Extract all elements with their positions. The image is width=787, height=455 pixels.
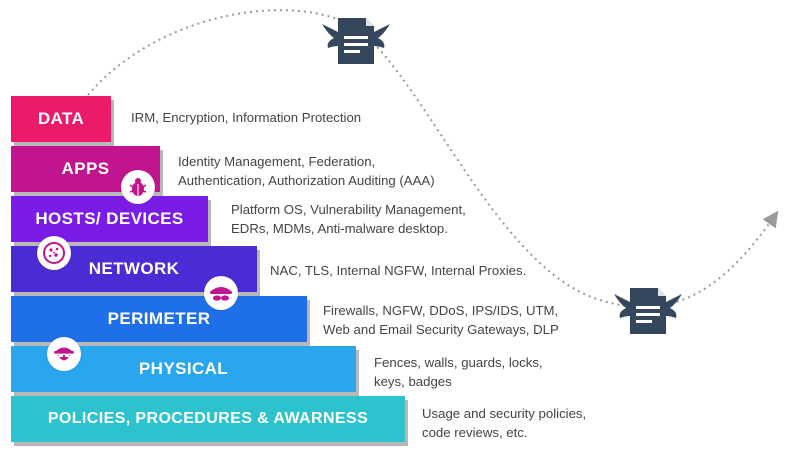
hacker-mask-icon — [204, 276, 238, 310]
layer-policies: POLICIES, PROCEDURES & AWARNESS — [11, 396, 405, 442]
layer-network-label: NETWORK — [88, 259, 180, 278]
layer-network-description: NAC, TLS, Internal NGFW, Internal Proxie… — [270, 263, 527, 278]
layer-hosts-devices-label: HOSTS/ DEVICES — [35, 209, 184, 228]
layer-data-description: IRM, Encryption, Information Protection — [131, 110, 362, 125]
layer-policies-description: Usage and security policies, code review… — [422, 406, 587, 440]
winged-document-icon — [614, 288, 682, 334]
winged-document-icon — [322, 18, 390, 64]
layer-policies-label: POLICIES, PROCEDURES & AWARNESS — [47, 410, 369, 427]
layer-data-label: DATA — [37, 109, 85, 128]
layer-data: DATA — [11, 96, 111, 142]
layer-perimeter-label: PERIMETER — [107, 309, 211, 328]
spy-icon — [47, 337, 81, 371]
layer-hosts-devices-description: Platform OS, Vulnerability Management, E… — [231, 202, 466, 236]
bug-icon — [121, 170, 155, 204]
layer-perimeter-description: Firewalls, NGFW, DDoS, IPS/IDS, UTM, Web… — [323, 303, 559, 337]
virus-icon — [37, 236, 71, 270]
layer-physical-description: Fences, walls, guards, locks, keys, badg… — [374, 355, 543, 389]
layer-physical-label: PHYSICAL — [138, 359, 229, 378]
layer-hosts-devices: HOSTS/ DEVICES — [11, 196, 208, 242]
layer-perimeter: PERIMETER — [11, 296, 307, 342]
layer-apps-description: Identity Management, Federation, Authent… — [178, 154, 435, 188]
layer-apps-label: APPS — [61, 159, 110, 178]
